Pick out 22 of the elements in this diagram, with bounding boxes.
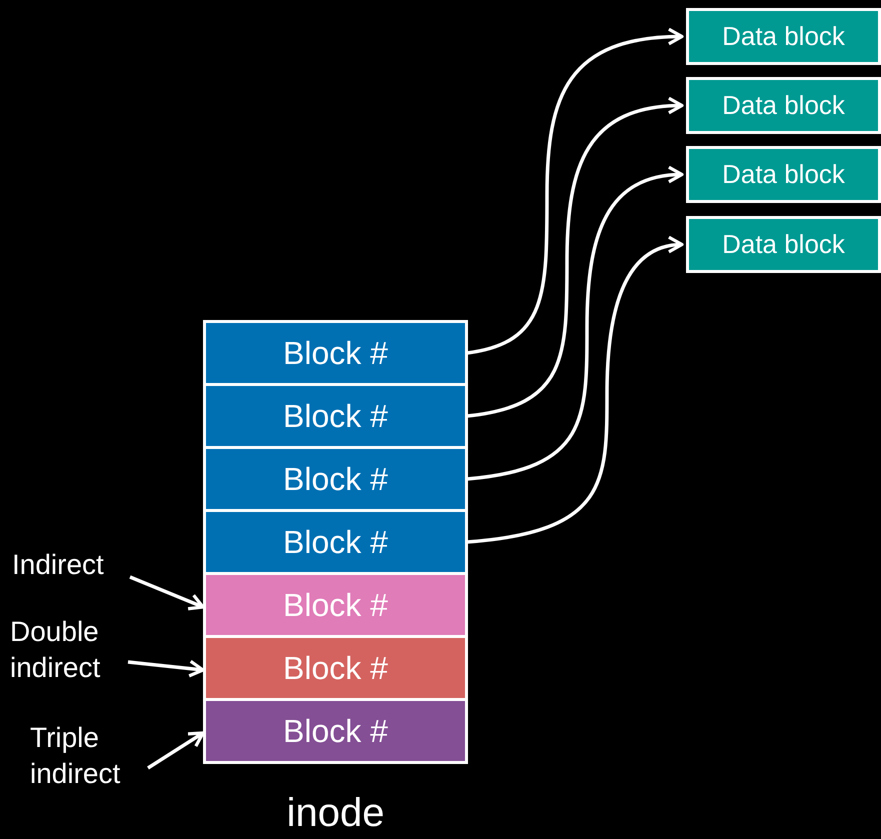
- inode-caption: inode: [286, 790, 384, 836]
- block-pointer-cell: Block #: [206, 575, 465, 635]
- arrow: [466, 166, 684, 481]
- arrow: [466, 97, 684, 418]
- data-block: Data block: [686, 77, 881, 134]
- block-pointer-cell: Block #: [206, 638, 465, 698]
- data-block: Data block: [686, 216, 881, 273]
- block-pointer-cell: Block #: [206, 449, 465, 509]
- block-pointer-cell: Block #: [206, 701, 465, 761]
- pointer-label: Indirect: [12, 547, 122, 583]
- data-block: Data block: [686, 146, 881, 203]
- block-pointer-cell: Block #: [206, 512, 465, 572]
- data-block: Data block: [686, 8, 881, 65]
- arrow: [147, 731, 205, 770]
- arrow: [466, 28, 684, 355]
- pointer-label: Double indirect: [10, 614, 120, 686]
- arrow: [129, 575, 205, 610]
- arrow: [466, 236, 684, 544]
- block-pointer-cell: Block #: [206, 323, 465, 383]
- arrow: [128, 660, 205, 678]
- block-pointer-cell: Block #: [206, 386, 465, 446]
- pointer-label: Triple indirect: [30, 720, 140, 792]
